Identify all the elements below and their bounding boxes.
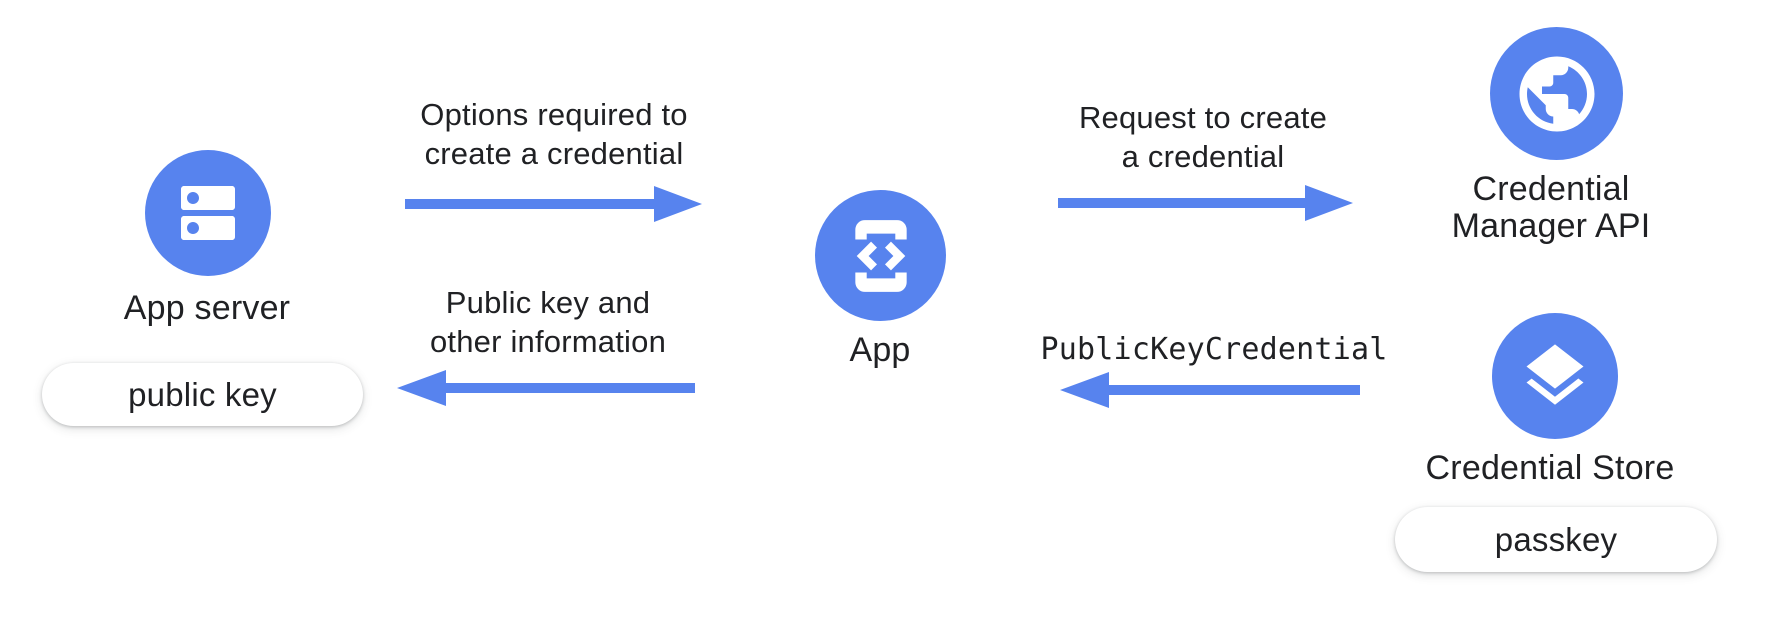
flow-public-key-info-label: Public key and other information [430, 283, 666, 361]
flow-public-key-credential-label: PublicKeyCredential [1040, 332, 1388, 367]
globe-icon [1512, 49, 1602, 139]
flow-request-create-line2: a credential [1121, 139, 1285, 174]
arrow-left-public-key-info [397, 370, 695, 406]
app-server-label: App server [123, 289, 291, 327]
passkey-badge-text: passkey [1494, 520, 1618, 558]
arrow-right-request-create [1058, 185, 1353, 221]
public-key-badge: public key [42, 363, 363, 426]
public-key-badge-text: public key [128, 375, 277, 413]
flow-public-key-info-line1: Public key and [445, 285, 651, 320]
flow-request-create-line1: Request to create [1078, 100, 1328, 135]
credential-manager-api-line2: Manager API [1451, 207, 1651, 245]
credential-manager-api-node [1490, 27, 1623, 160]
layers-icon [1517, 338, 1593, 414]
flow-options-line1: Options required to [420, 97, 688, 132]
credential-store-label: Credential Store [1425, 449, 1675, 487]
credential-store-node [1492, 313, 1618, 439]
credential-manager-api-label: Credential Manager API [1452, 171, 1651, 245]
server-icon [172, 177, 244, 249]
credential-manager-api-line1: Credential [1472, 170, 1630, 208]
arrow-left-public-key-credential [1060, 372, 1360, 408]
flow-options-line2: create a credential [424, 136, 684, 171]
arrow-right-options [405, 186, 702, 222]
phone-code-icon [837, 212, 925, 300]
app-label: App [849, 331, 911, 369]
passkey-badge: passkey [1395, 507, 1717, 572]
app-node [815, 190, 946, 321]
flow-public-key-info-line2: other information [429, 324, 667, 359]
flow-request-create-label: Request to create a credential [1079, 98, 1327, 176]
app-server-node [145, 150, 271, 276]
flow-options-label: Options required to create a credential [420, 95, 687, 173]
